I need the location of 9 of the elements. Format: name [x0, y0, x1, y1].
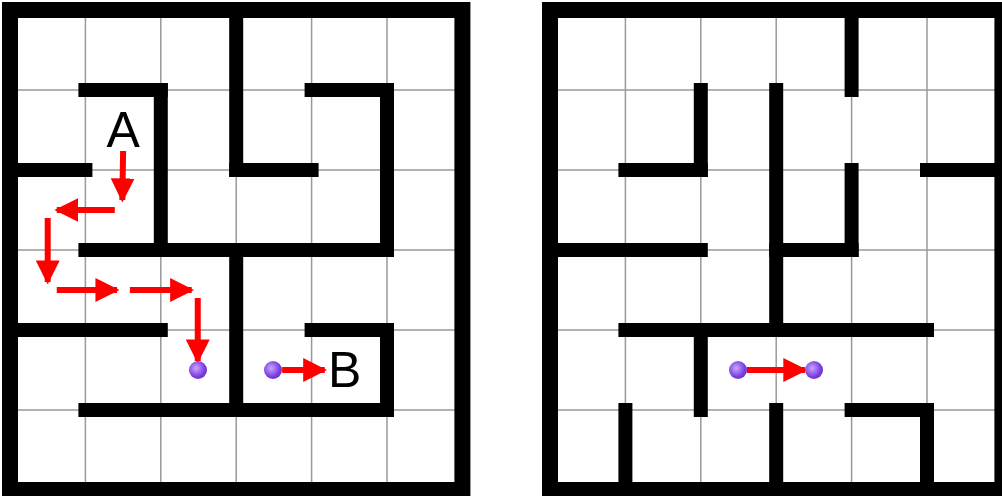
position-dot: [188, 361, 207, 379]
position-dot: [728, 361, 747, 379]
arrow: [110, 150, 135, 203]
position-dot: [804, 361, 823, 379]
arrow: [282, 358, 328, 382]
point-label: B: [324, 345, 365, 395]
position-dot: [264, 361, 283, 379]
arrow: [185, 298, 210, 364]
point-label: A: [101, 105, 146, 155]
